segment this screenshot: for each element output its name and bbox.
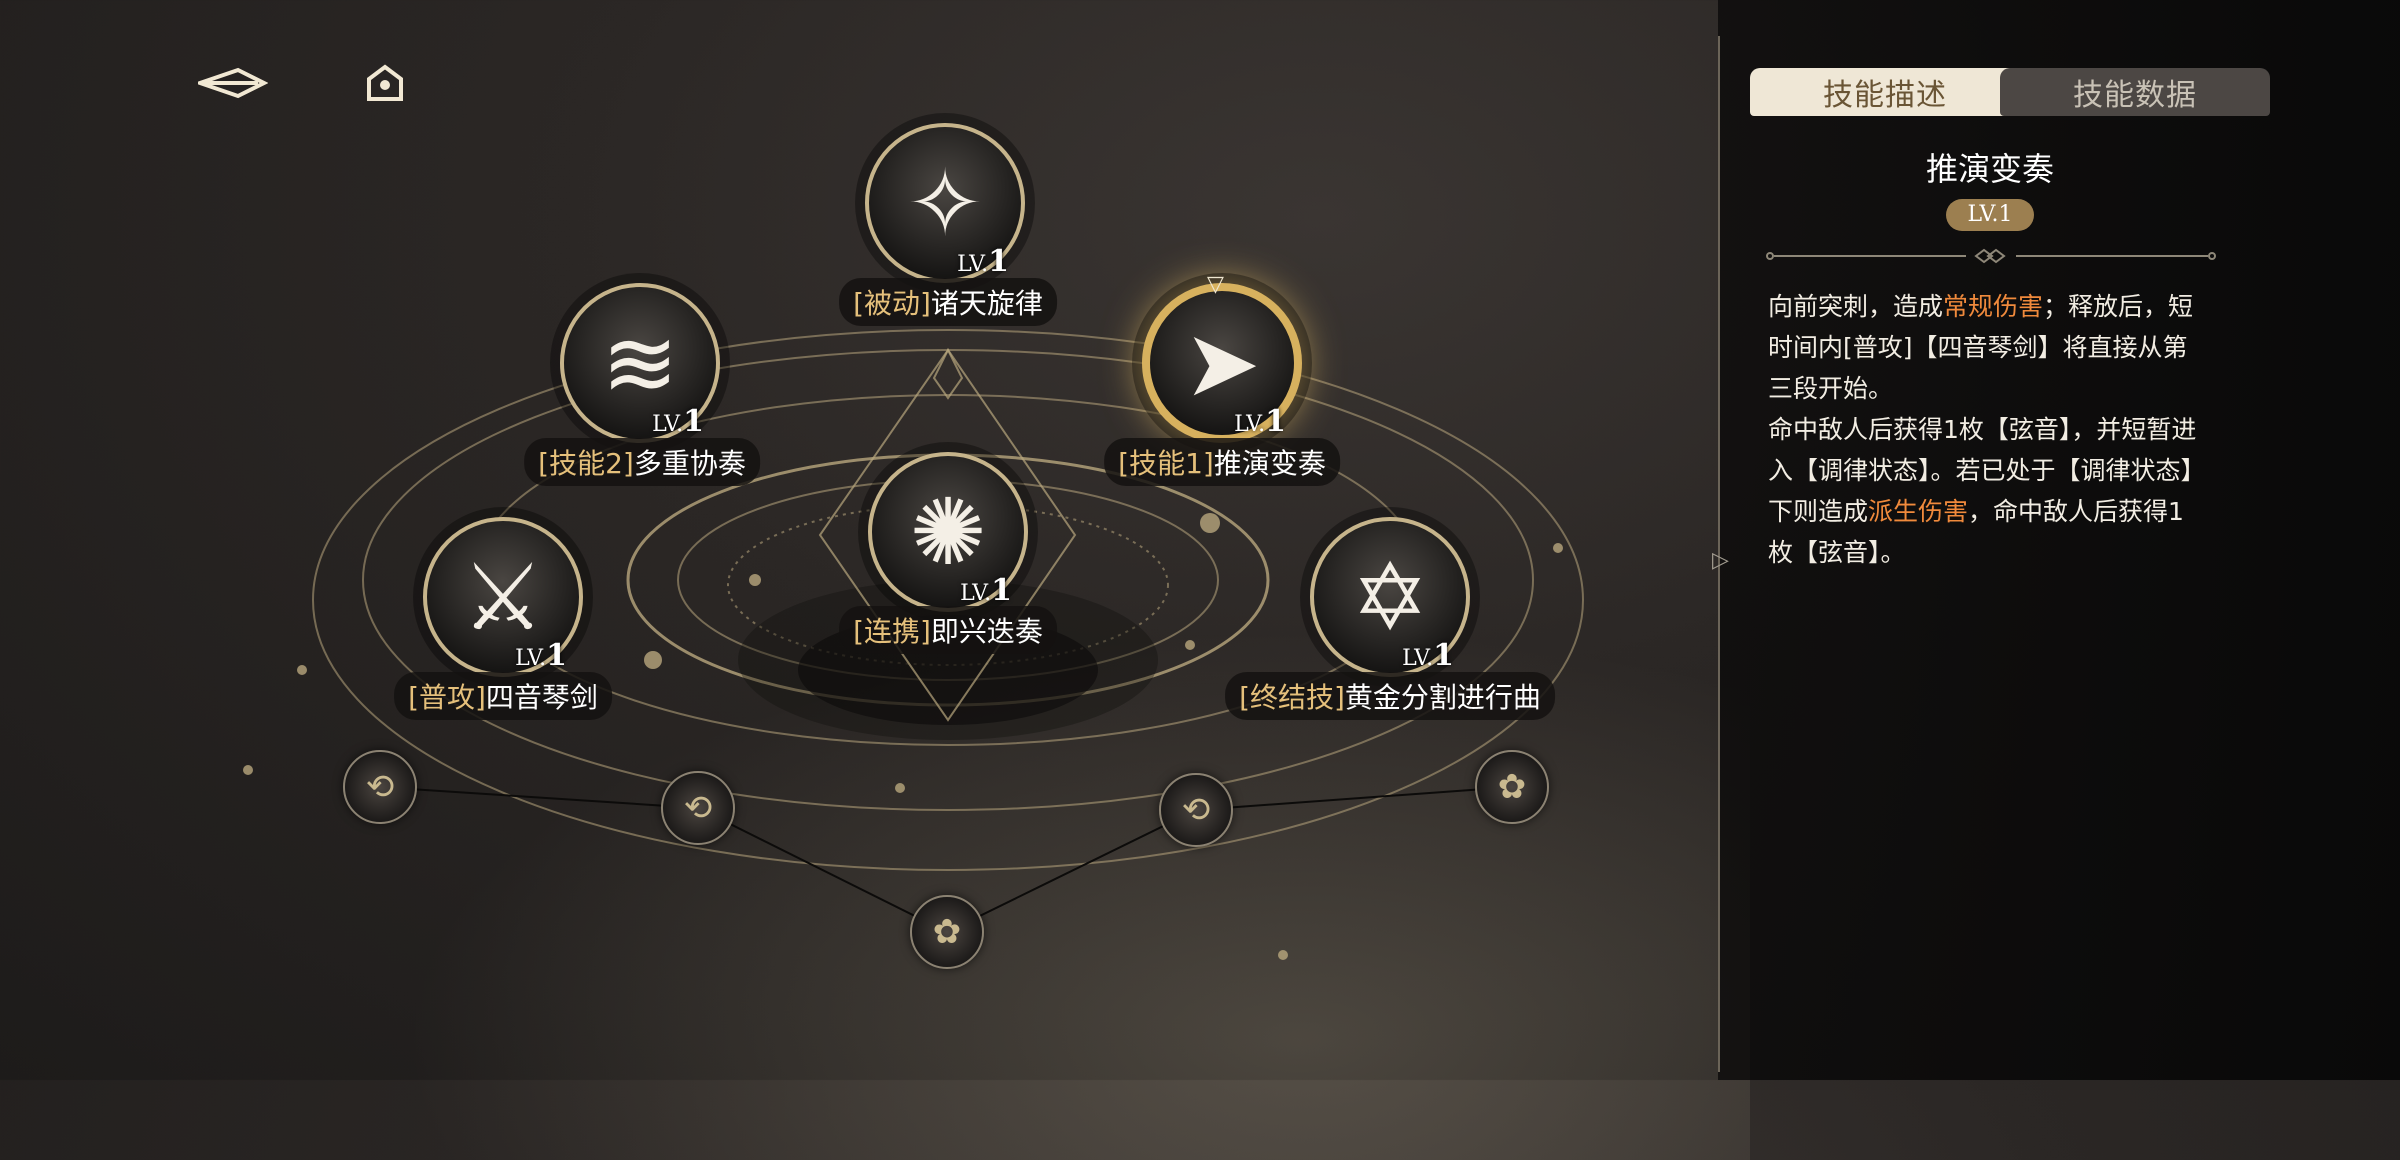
ornament-divider [1766,248,2216,264]
skill-basic[interactable]: ⚔ LV.1 [423,517,583,677]
back-arrow-icon [198,67,268,99]
skill-description: 向前突刺，造成常规伤害；释放后，短时间内[普攻]【四音琴剑】将直接从第三段开始。… [1768,286,2208,573]
slash-wing-icon: ≋ [601,309,679,417]
skill-tag: [普攻] [408,681,486,714]
back-button[interactable] [193,53,273,113]
trace-node-2[interactable]: ⟲ [661,771,735,845]
skill-level: LV.1 [515,638,567,673]
node-rotate-icon: ⟲ [1181,790,1211,830]
skill-ultimate[interactable]: ✡ LV.1 [1310,517,1470,677]
skill-tag: [终结技] [1239,681,1345,714]
skill-label-combo[interactable]: [连携]即兴迭奏 [839,606,1057,654]
tab-skill-description[interactable]: 技能描述 [1750,68,2020,116]
skill-detail-panel [1718,0,2400,1080]
skill-name: 即兴迭奏 [930,615,1043,648]
skill-skill1[interactable]: ➤ LV.1 [1142,283,1302,443]
desc-text: 向前突刺，造成 [1768,292,1944,321]
collapse-arrow-icon[interactable]: ▷ [1712,548,1729,573]
node-rotate-icon: ⟲ [365,767,395,807]
skill-level: LV.1 [1402,638,1454,673]
selection-marker-icon: ▽ [1207,272,1224,297]
skill-ring [865,123,1025,283]
desc-text: ，命中敌人后获得1枚【弦音】。 [1768,497,2184,567]
panel-divider [1718,36,1720,1072]
tab-skill-data[interactable]: 技能数据 [2000,68,2270,116]
skill-tag: [技能2] [538,447,634,480]
skill-ring [423,517,583,677]
desc-highlight-derived-damage: 派生伤害 [1868,497,1969,526]
desc-highlight-normal-damage: 常规伤害 [1943,292,2044,321]
node-flower-icon: ✿ [932,912,962,952]
level-badge: LV.1 [1946,199,2034,231]
skill-label-skill1[interactable]: [技能1]推演变奏 [1104,438,1340,486]
skill-label-ultimate[interactable]: [终结技]黄金分割进行曲 [1225,672,1555,720]
skill-label-passive[interactable]: [被动]诸天旋律 [839,278,1057,326]
skill-name: 诸天旋律 [930,287,1043,320]
skill-combo[interactable]: ✺ LV.1 [868,452,1028,612]
skill-level: LV.1 [960,573,1012,608]
node-flower-icon: ✿ [1497,767,1527,807]
skill-label-skill2[interactable]: [技能2]多重协奏 [524,438,760,486]
skill-tag: [连携] [853,615,931,648]
skill-title: 推演变奏 [1925,150,2054,188]
desc-text: 命中敌人后获得1枚【弦音】，并短暂进入【调律状态】。若已处于【调律状态】下则造成 [1768,415,2206,526]
skill-passive[interactable]: ✧ LV.1 [865,123,1025,283]
node-rotate-icon: ⟲ [683,788,713,828]
feather-bird-icon: ✧ [906,149,984,257]
skill-name: 多重协奏 [633,447,746,480]
skill-tag: [被动] [853,287,931,320]
desc-text: ；释放后，短时间内[普攻]【四音琴剑】将直接从第三段开始。 [1768,292,2194,403]
trace-node-4[interactable]: ⟲ [1159,773,1233,847]
golden-triangle-icon: ✡ [1351,543,1429,651]
trace-node-1[interactable]: ⟲ [343,750,417,824]
skill-tag: [技能1] [1118,447,1214,480]
home-button[interactable] [345,53,425,113]
trace-node-3[interactable]: ✿ [910,895,984,969]
trace-node-5[interactable]: ✿ [1475,750,1549,824]
skill-level: LV.1 [652,404,704,439]
skill-name: 四音琴剑 [485,681,598,714]
skill-name: 推演变奏 [1213,447,1326,480]
home-icon [367,64,403,101]
harp-sword-icon: ⚔ [461,543,545,651]
skill-name: 黄金分割进行曲 [1344,681,1541,714]
thrust-burst-icon: ➤ [1183,309,1261,417]
vortex-icon: ✺ [909,478,987,586]
skill-level: LV.1 [1234,404,1286,439]
skill-skill2[interactable]: ≋ LV.1 [560,283,720,443]
skill-ring [1310,517,1470,677]
skill-level: LV.1 [957,244,1009,279]
skill-label-basic[interactable]: [普攻]四音琴剑 [394,672,612,720]
